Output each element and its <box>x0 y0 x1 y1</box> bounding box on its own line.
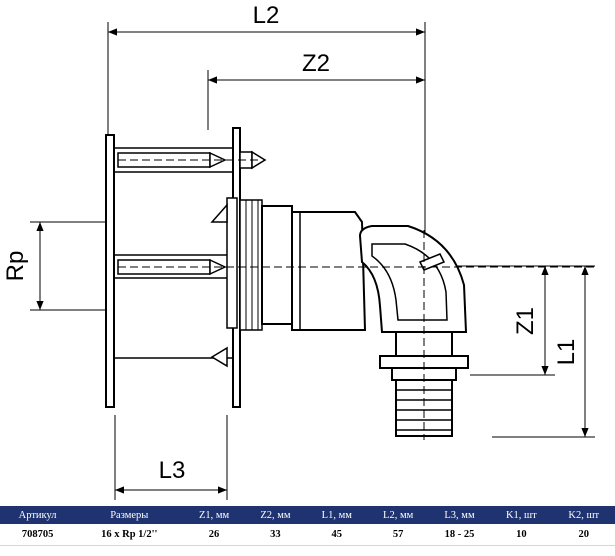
header-l1: L1, мм <box>306 506 368 524</box>
z2-label: Z2 <box>302 50 330 77</box>
header-z2: Z2, мм <box>244 506 307 524</box>
header-k2: K2, шт <box>552 506 615 524</box>
spec-table: Артикул Размеры Z1, мм Z2, мм L1, мм L2,… <box>0 506 615 546</box>
dimension-lines <box>36 28 589 494</box>
header-l2: L2, мм <box>367 506 429 524</box>
header-k1: K1, шт <box>490 506 553 524</box>
cell-article: 708705 <box>0 524 76 546</box>
outlet-nipple <box>379 331 469 437</box>
spec-table-header-row: Артикул Размеры Z1, мм Z2, мм L1, мм L2,… <box>0 506 615 524</box>
header-l3: L3, мм <box>428 506 491 524</box>
cell-l3: 18 - 25 <box>428 524 491 546</box>
cell-z1: 26 <box>183 524 245 546</box>
cell-k2: 20 <box>552 524 615 546</box>
fitting-body <box>239 199 367 331</box>
header-size: Размеры <box>75 506 184 524</box>
l3-label: L3 <box>159 457 186 484</box>
cell-l2: 57 <box>367 524 429 546</box>
technical-drawing: L2 Z2 Rp Z1 L1 L3 <box>2 2 595 500</box>
cell-k1: 10 <box>490 524 553 546</box>
z1-label: Z1 <box>512 307 539 335</box>
header-z1: Z1, мм <box>183 506 245 524</box>
rp-label: Rp <box>2 251 29 282</box>
centre-lines <box>118 159 595 440</box>
elbow <box>358 225 468 333</box>
cell-z2: 33 <box>244 524 307 546</box>
l2-label: L2 <box>253 2 280 29</box>
header-article: Артикул <box>0 506 76 524</box>
cell-l1: 45 <box>306 524 368 546</box>
table-row: 708705 16 x Rp 1/2'' 26 33 45 57 18 - 25… <box>0 524 615 546</box>
l1-label: L1 <box>553 339 580 366</box>
cell-size: 16 x Rp 1/2'' <box>75 524 184 546</box>
